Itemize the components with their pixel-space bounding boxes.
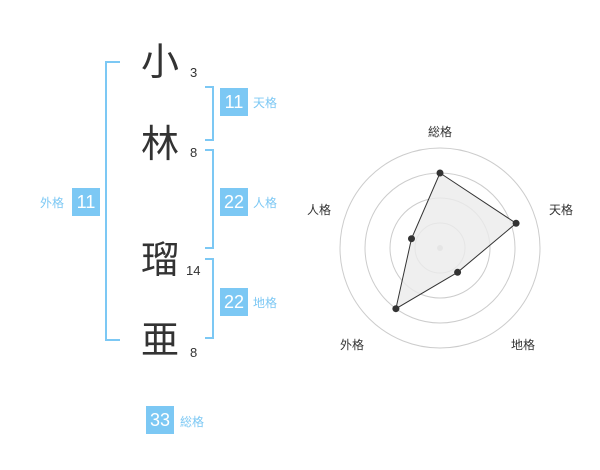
radar-axis-label-jinkaku: 人格 bbox=[307, 203, 332, 217]
radar-point-3 bbox=[454, 268, 462, 276]
radar-axis-label-gaikaku: 外格 bbox=[340, 338, 365, 352]
radar-axis-label-tenkaku: 天格 bbox=[549, 203, 574, 217]
soukaku-label: 総格 bbox=[180, 415, 205, 429]
name-char-3-strokes: 14 bbox=[186, 263, 201, 278]
radar-point-2 bbox=[512, 219, 520, 227]
chikaku-label: 地格 bbox=[253, 296, 278, 310]
radar-point-1 bbox=[436, 169, 444, 177]
chikaku-badge: 22 bbox=[220, 288, 248, 316]
tenkaku-bracket bbox=[205, 86, 214, 141]
jinkaku-badge: 22 bbox=[220, 188, 248, 216]
gaikaku-badge: 11 bbox=[72, 188, 100, 216]
gaikaku-bracket bbox=[105, 61, 120, 341]
name-char-4: 亜 bbox=[140, 318, 179, 362]
jinkaku-bracket bbox=[205, 149, 214, 249]
name-char-2-strokes: 8 bbox=[190, 145, 198, 160]
gaikaku-label: 外格 bbox=[40, 196, 65, 210]
name-char-1: 小 bbox=[140, 40, 179, 84]
name-char-3: 瑠 bbox=[140, 238, 179, 282]
soukaku-badge: 33 bbox=[146, 406, 174, 434]
name-char-2: 林 bbox=[140, 122, 179, 166]
tenkaku-label: 天格 bbox=[253, 96, 278, 110]
name-char-1-strokes: 3 bbox=[190, 65, 198, 80]
tenkaku-badge: 11 bbox=[220, 88, 248, 116]
radar-axis-label-soukaku: 総格 bbox=[428, 125, 453, 139]
chikaku-bracket bbox=[205, 258, 214, 339]
radar-point-5 bbox=[408, 235, 415, 243]
jinkaku-label: 人格 bbox=[253, 196, 278, 210]
radar-ring bbox=[339, 147, 541, 349]
radar-series-polygon bbox=[395, 172, 517, 310]
name-char-4-strokes: 8 bbox=[190, 345, 198, 360]
radar-axis-label-chikaku: 地格 bbox=[511, 338, 536, 352]
radar-point-4 bbox=[392, 305, 400, 313]
